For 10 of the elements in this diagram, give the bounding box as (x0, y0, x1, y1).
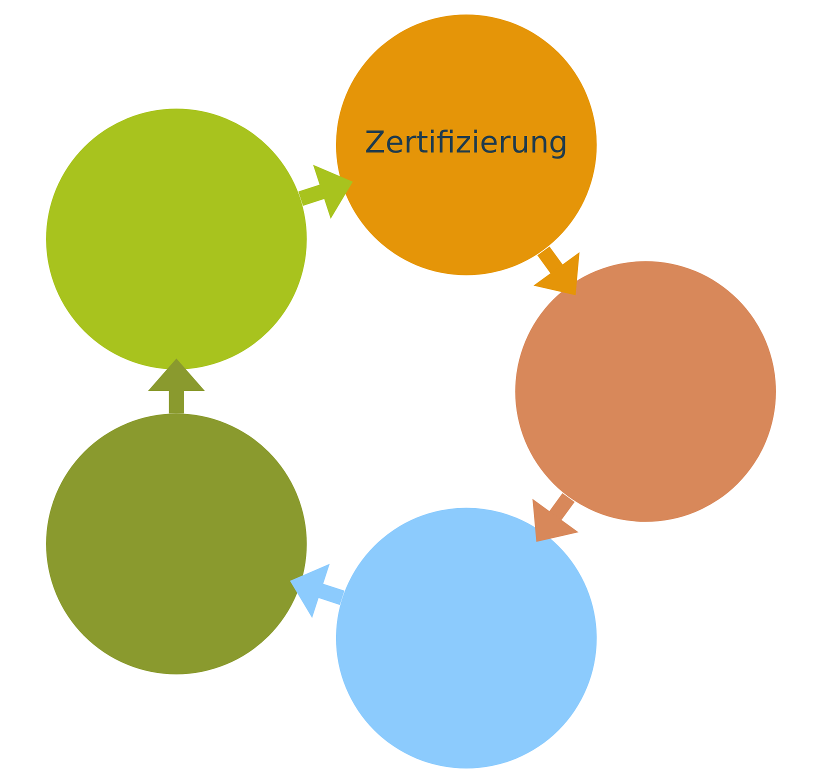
arrow (298, 164, 353, 219)
node-circle (515, 261, 776, 522)
node-circle (46, 414, 307, 674)
node-circle (46, 108, 307, 370)
arrow (532, 493, 578, 542)
arrow (533, 246, 580, 296)
node-circle: Zertifizierung (336, 14, 597, 276)
arrow (148, 358, 205, 414)
arrow (290, 564, 344, 618)
node-circle (336, 508, 597, 769)
